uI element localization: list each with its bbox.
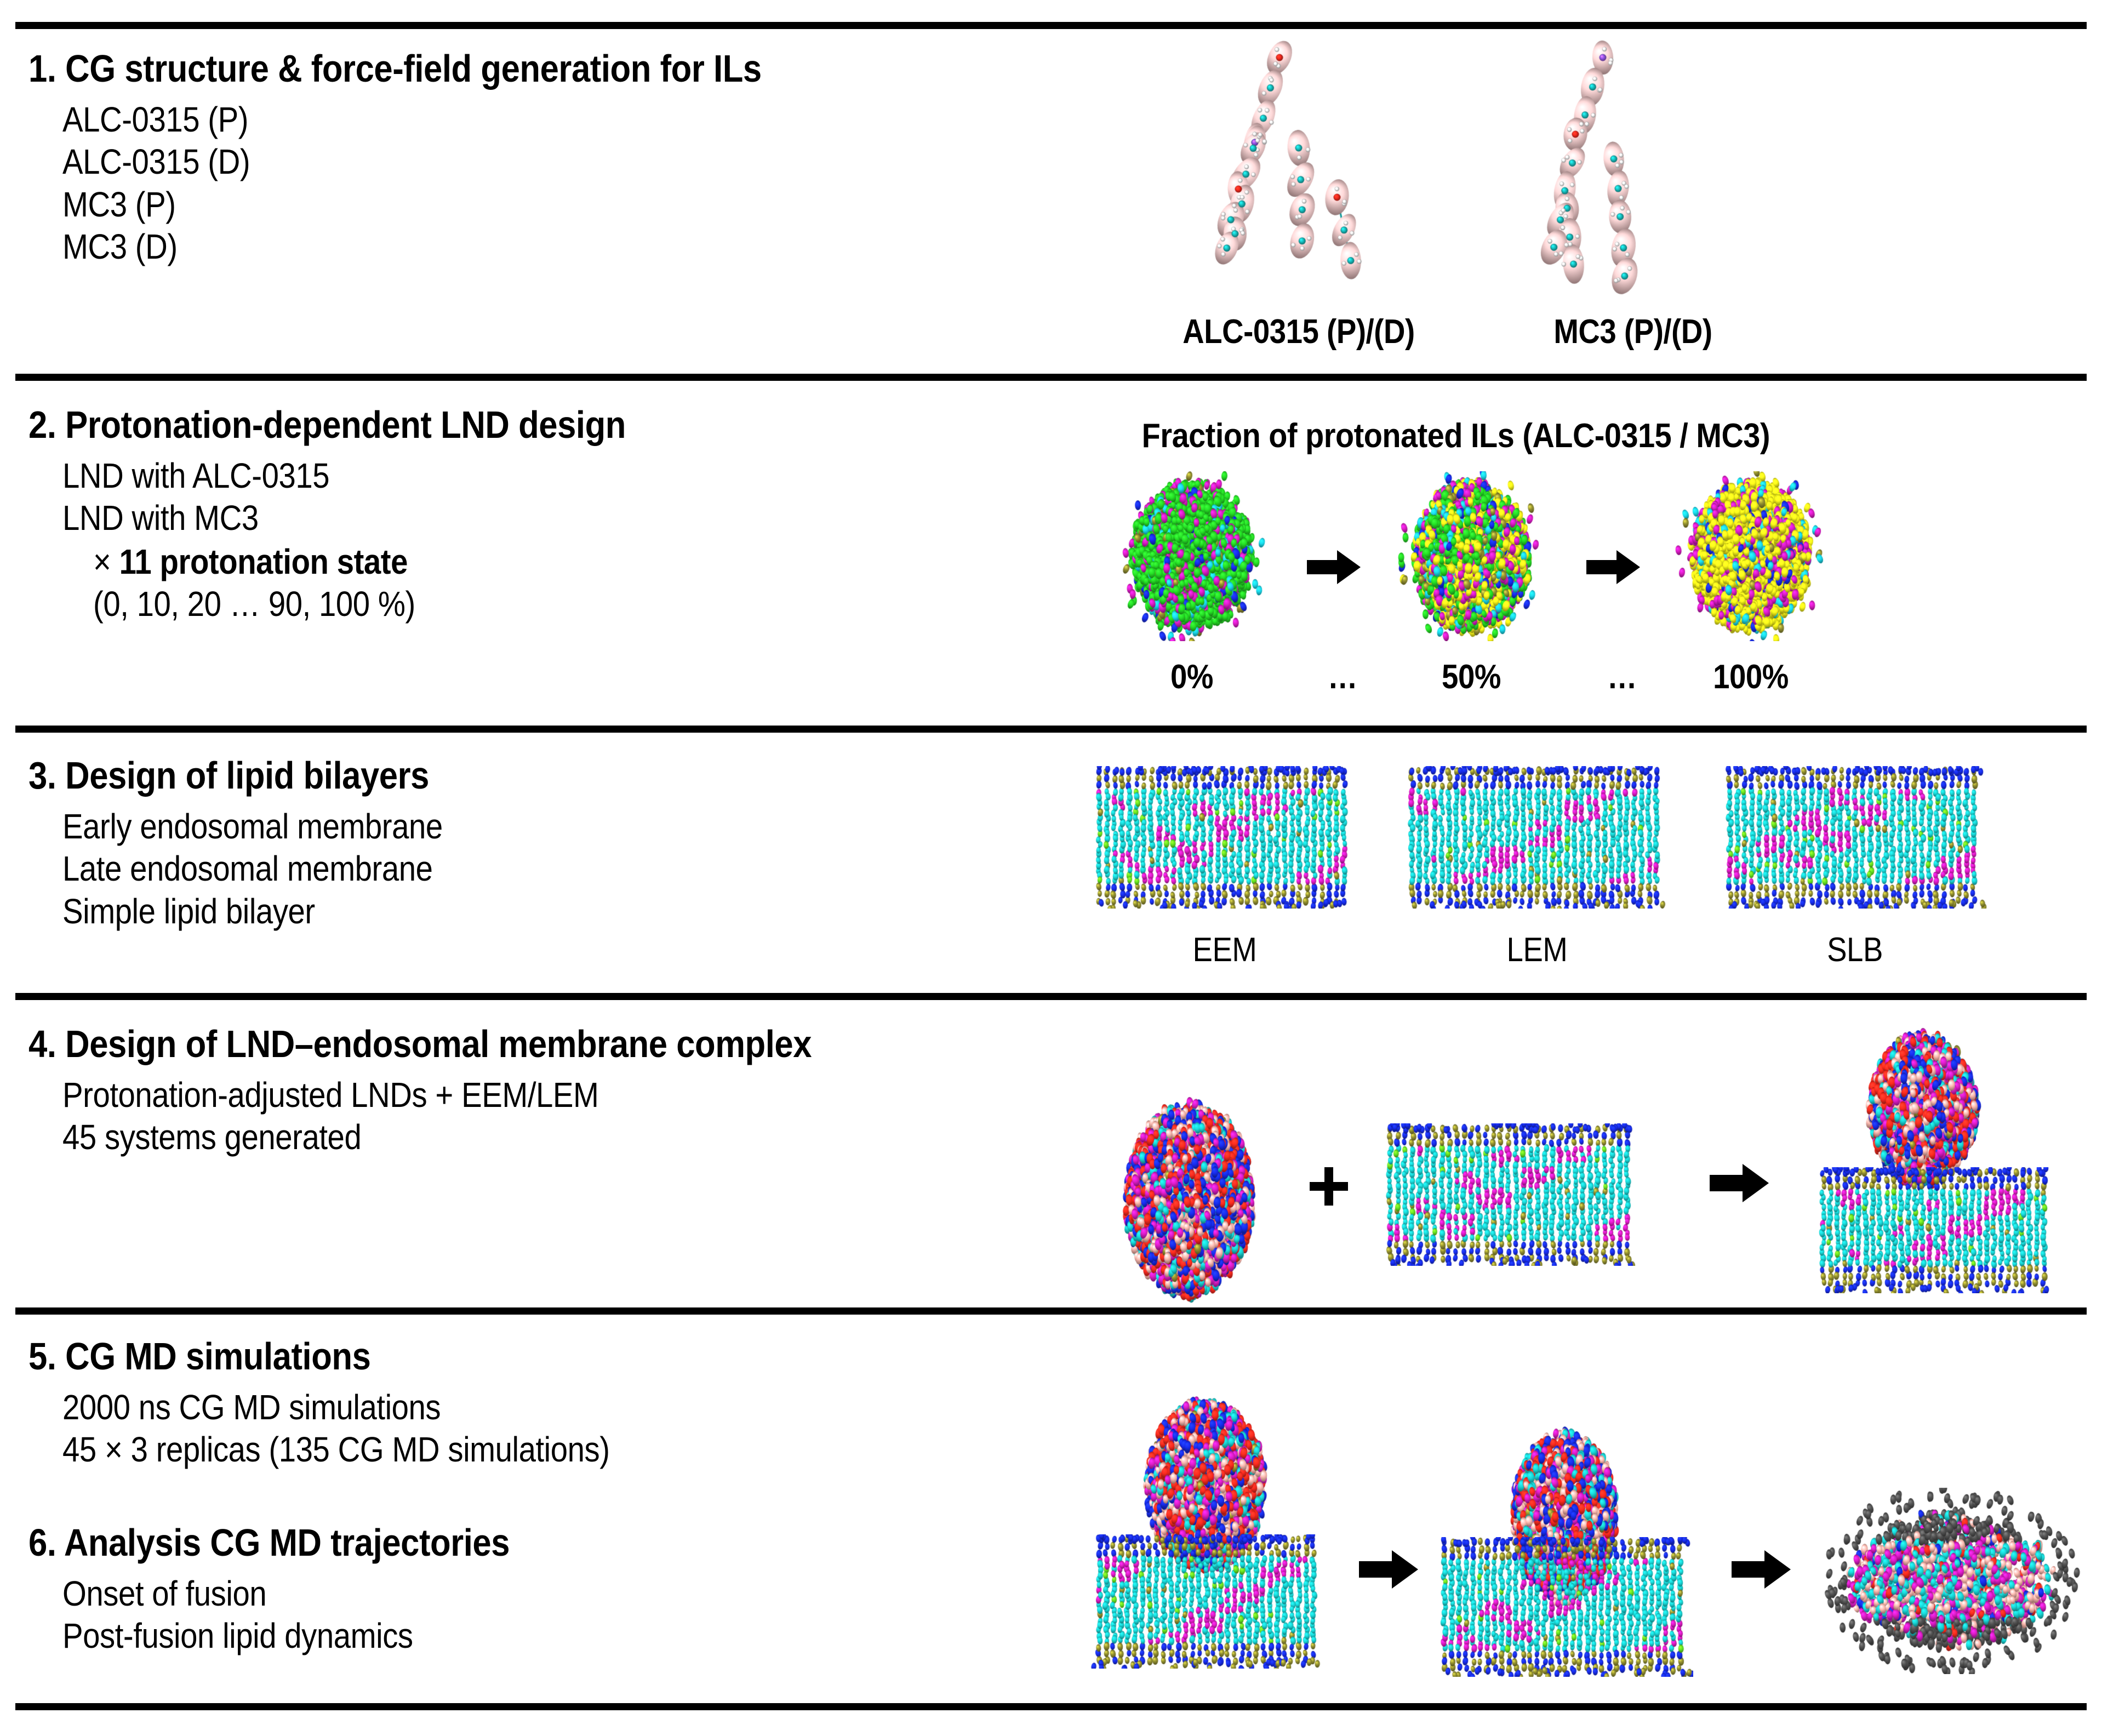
bilayer-section4 — [1381, 1123, 1638, 1266]
section-3-item-0: Early endosomal membrane — [62, 807, 443, 846]
section-2-range: (0, 10, 20 … 90, 100 %) — [93, 584, 415, 624]
lnd-label-100: 100% — [1713, 658, 1789, 696]
section-4-item-0: Protonation-adjusted LNDs + EEM/LEM — [62, 1075, 599, 1115]
section-2-item-1: LND with MC3 — [62, 498, 259, 538]
lnd-label-50: 50% — [1442, 658, 1501, 696]
section-4-text: 4. Design of LND–endosomal membrane comp… — [28, 1025, 918, 1156]
section-3-text: 3. Design of lipid bilayers Early endoso… — [28, 756, 494, 929]
section-3-item-1: Late endosomal membrane — [62, 849, 433, 889]
section-1-item-0: ALC-0315 (P) — [62, 100, 249, 139]
bilayer-eem — [1090, 766, 1359, 909]
molecule-label-alc: ALC-0315 (P)/(D) — [1183, 313, 1415, 351]
multiplier-symbol: × — [93, 541, 111, 581]
section-1-item-2: MC3 (P) — [62, 184, 176, 224]
section-4-item-1: 45 systems generated — [62, 1117, 362, 1157]
section-1-text: 1. CG structure & force-field generation… — [28, 49, 861, 265]
lnd-ellipsis-2: … — [1607, 658, 1637, 696]
section-1-item-3: MC3 (D) — [62, 226, 178, 266]
divider-3-4 — [15, 993, 2087, 1000]
multiplier-text: 11 protonation state — [119, 541, 408, 581]
section-1-item-1: ALC-0315 (D) — [62, 142, 250, 182]
section-6-text: 6. Analysis CG MD trajectories Onset of … — [28, 1523, 575, 1654]
section-3-item-2: Simple lipid bilayer — [62, 891, 315, 931]
lnd-label-0: 0% — [1170, 658, 1213, 696]
divider-top — [15, 22, 2087, 29]
section-6-item-1: Post-fusion lipid dynamics — [62, 1616, 413, 1656]
section-6-item-0: Onset of fusion — [62, 1574, 267, 1613]
divider-bottom — [15, 1703, 2087, 1710]
section-2-item-0: LND with ALC-0315 — [62, 456, 330, 495]
divider-1-2 — [15, 374, 2087, 381]
section-2-text: 2. Protonation-dependent LND design LND … — [28, 406, 707, 622]
bilayer-complex-bottom — [1814, 1167, 2055, 1293]
bilayer-label-eem: EEM — [1192, 931, 1257, 969]
bilayer-label-slb: SLB — [1827, 931, 1883, 969]
post-fusion-complex — [1819, 1488, 2082, 1674]
molecule-mc3 — [1485, 33, 1715, 301]
section-2-multiplier-line: × 11 protonation state — [93, 544, 633, 580]
arrow-50-to-100 — [1586, 550, 1640, 584]
arrow-fusion-2 — [1732, 1550, 1791, 1589]
lnd-particle-0-percent — [1101, 471, 1282, 641]
lnd-particle-100-percent — [1660, 471, 1841, 641]
divider-2-3 — [15, 726, 2087, 733]
molecule-alc-0315 — [1173, 33, 1425, 301]
arrow-fusion-1 — [1359, 1550, 1418, 1589]
fusion-bilayer-step1 — [1090, 1534, 1326, 1669]
arrow-0-to-50 — [1307, 550, 1361, 584]
lnd-particle-50-percent — [1381, 471, 1562, 641]
section-1-heading: 1. CG structure & force-field generation… — [28, 47, 762, 90]
section-2-panel-title: Fraction of protonated ILs (ALC-0315 / M… — [1141, 417, 1770, 455]
section-2-heading: 2. Protonation-dependent LND design — [28, 403, 626, 446]
divider-4-5 — [15, 1307, 2087, 1315]
bilayer-label-lem: LEM — [1506, 931, 1568, 969]
arrow-to-complex-section4 — [1710, 1164, 1769, 1202]
section-3-heading: 3. Design of lipid bilayers — [28, 754, 429, 797]
molecule-label-mc3: MC3 (P)/(D) — [1553, 313, 1712, 351]
bilayer-lem — [1403, 766, 1671, 909]
lnd-ellipsis-1: … — [1327, 658, 1358, 696]
section-5-item-0: 2000 ns CG MD simulations — [62, 1387, 441, 1427]
bilayer-slb — [1721, 766, 1989, 909]
section-5-heading: 5. CG MD simulations — [28, 1335, 371, 1378]
plus-operator-section4 — [1310, 1167, 1348, 1206]
section-5-item-1: 45 × 3 replicas (135 CG MD simulations) — [62, 1430, 610, 1470]
fusion-bilayer-step2 — [1436, 1537, 1693, 1677]
lnd-particle-section4 — [1107, 1090, 1271, 1310]
section-5-text: 5. CG MD simulations 2000 ns CG MD simul… — [28, 1337, 684, 1468]
section-4-heading: 4. Design of LND–endosomal membrane comp… — [28, 1023, 812, 1065]
lnd-complex-top — [1852, 1027, 1995, 1192]
section-6-heading: 6. Analysis CG MD trajectories — [28, 1521, 510, 1564]
